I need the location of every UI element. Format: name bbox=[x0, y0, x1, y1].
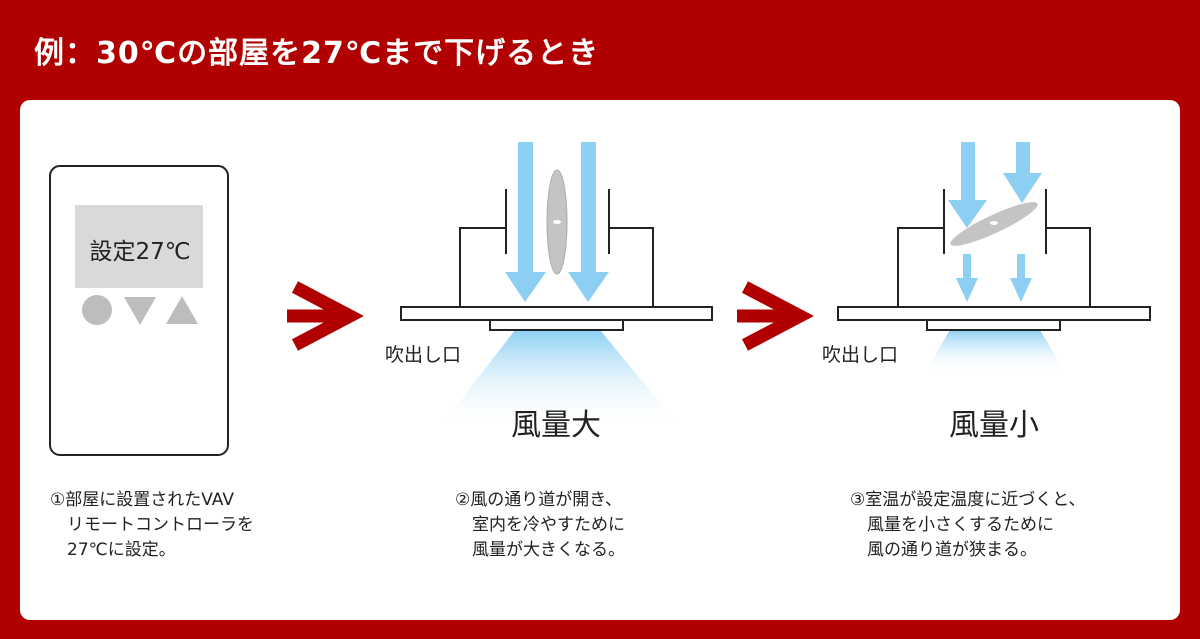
step2-caption: ②風の通り道が開き、 室内を冷やすために 風量が大きくなる。 bbox=[455, 488, 625, 563]
vav-narrow-diagram bbox=[837, 142, 1151, 372]
down-triangle-icon bbox=[124, 297, 156, 325]
caption-line: ①部屋に設置されたVAV bbox=[50, 490, 234, 510]
airflow-arrow-icon bbox=[505, 142, 609, 302]
chevron-right-icon bbox=[741, 281, 814, 351]
chevron-right-icon bbox=[291, 281, 364, 351]
airflow-label-small: 風量小 bbox=[949, 408, 1039, 443]
remote-screen bbox=[75, 205, 203, 288]
caption-line: 室内を冷やすために bbox=[455, 515, 625, 535]
airflow-arrow-icon bbox=[948, 142, 1042, 302]
up-triangle-icon bbox=[166, 296, 198, 324]
caption-line: 風量を小さくするために bbox=[850, 515, 1054, 535]
outlet-label: 吹出し口 bbox=[385, 344, 462, 366]
circle-button-icon bbox=[82, 295, 112, 325]
caption-line: 27℃に設定。 bbox=[50, 540, 176, 560]
remote-controller bbox=[49, 165, 229, 456]
airflow-label-large: 風量大 bbox=[511, 408, 601, 443]
caption-line: 風量が大きくなる。 bbox=[455, 540, 625, 560]
airflow-cone-large bbox=[438, 330, 682, 430]
outlet-label: 吹出し口 bbox=[822, 344, 899, 366]
step3-caption: ③室温が設定温度に近づくと、 風量を小さくするために 風の通り道が狭まる。 bbox=[850, 488, 1086, 563]
airflow-cone-small bbox=[925, 330, 1065, 372]
remote-display-text: 設定27℃ bbox=[89, 239, 191, 265]
caption-line: 風の通り道が狭まる。 bbox=[850, 540, 1037, 560]
page-title: 例：30℃の部屋を27℃まで下げるとき bbox=[34, 36, 600, 71]
caption-line: リモートコントローラを bbox=[50, 515, 254, 535]
vav-open-diagram bbox=[400, 142, 713, 430]
step1-caption: ①部屋に設置されたVAV リモートコントローラを 27℃に設定。 bbox=[50, 488, 254, 563]
caption-line: ③室温が設定温度に近づくと、 bbox=[850, 490, 1086, 510]
caption-line: ②風の通り道が開き、 bbox=[455, 490, 623, 510]
